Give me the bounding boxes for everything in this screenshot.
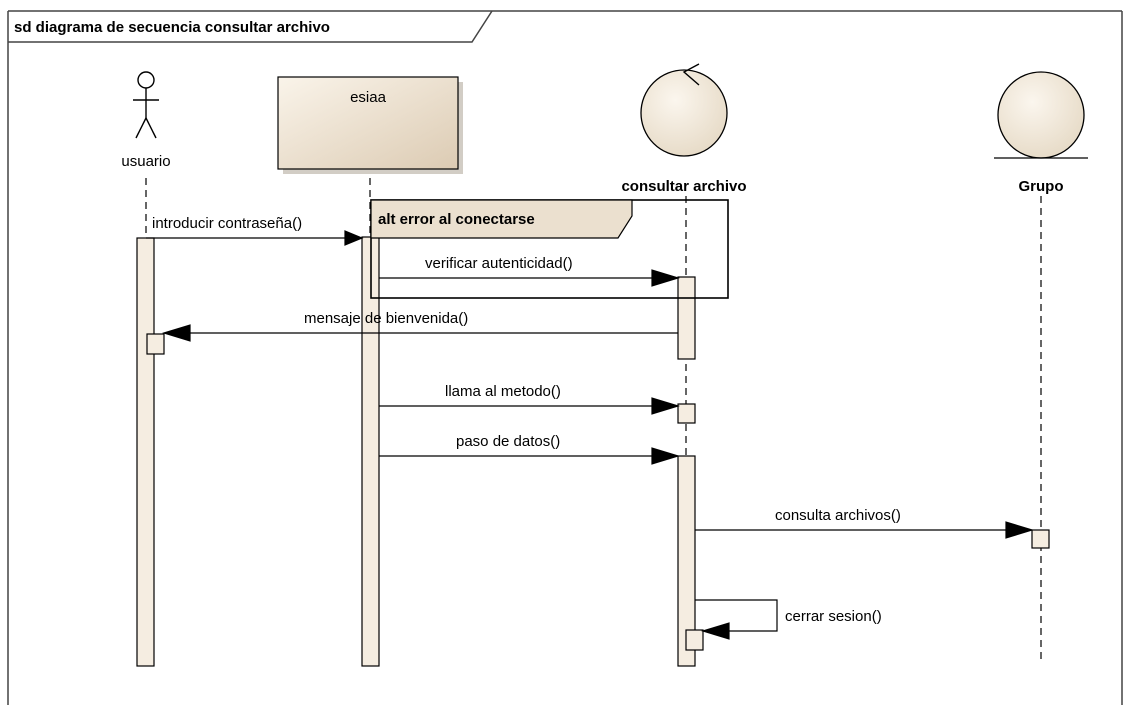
activations	[136, 236, 1050, 667]
messages	[146, 230, 1035, 640]
actor-icon	[137, 71, 155, 89]
participant-label-usuario: usuario	[121, 153, 170, 170]
alt-fragment	[370, 199, 729, 299]
frame-title: sd diagrama de secuencia consultar archi…	[14, 19, 330, 36]
participant-label-esiaa: esiaa	[350, 89, 387, 106]
alt-fragment-label: alt error al conectarse	[378, 211, 535, 228]
participant-esiaa	[277, 76, 463, 174]
actor-usuario	[133, 71, 159, 139]
activation-consultar-small-2	[685, 629, 704, 651]
activation-esiaa	[361, 236, 380, 667]
activation-consultar-2	[677, 455, 696, 667]
activation-usuario	[136, 237, 155, 667]
activation-consultar-1	[677, 276, 696, 360]
message-label-consulta-archivos: consulta archivos()	[775, 507, 901, 524]
message-label-cerrar-sesion: cerrar sesion()	[785, 608, 882, 625]
message-arrow	[695, 599, 778, 632]
participant-grupo	[994, 71, 1088, 159]
activation-consultar-small-1	[677, 403, 696, 424]
message-label-mensaje-de-bienvenida: mensaje de bienvenida()	[304, 310, 468, 327]
message-label-paso-de-datos: paso de datos()	[456, 433, 560, 450]
participant-label-grupo: Grupo	[1019, 178, 1064, 195]
activation-usuario-small	[146, 333, 165, 355]
message-label-verificar-autenticidad: verificar autenticidad()	[425, 255, 573, 272]
control-icon	[640, 69, 728, 157]
activation-grupo	[1031, 529, 1050, 549]
participant-consultar-archivo	[640, 63, 728, 157]
entity-icon	[997, 71, 1085, 159]
diagram-frame: sd diagrama de secuencia consultar archi…	[7, 10, 1123, 705]
message-label-llama-al-metodo: llama al metodo()	[445, 383, 561, 400]
lifelines	[145, 178, 1042, 666]
participant-label-consultar-archivo: consultar archivo	[621, 178, 746, 195]
message-label-introducir-contrasena: introducir contraseña()	[152, 215, 302, 232]
